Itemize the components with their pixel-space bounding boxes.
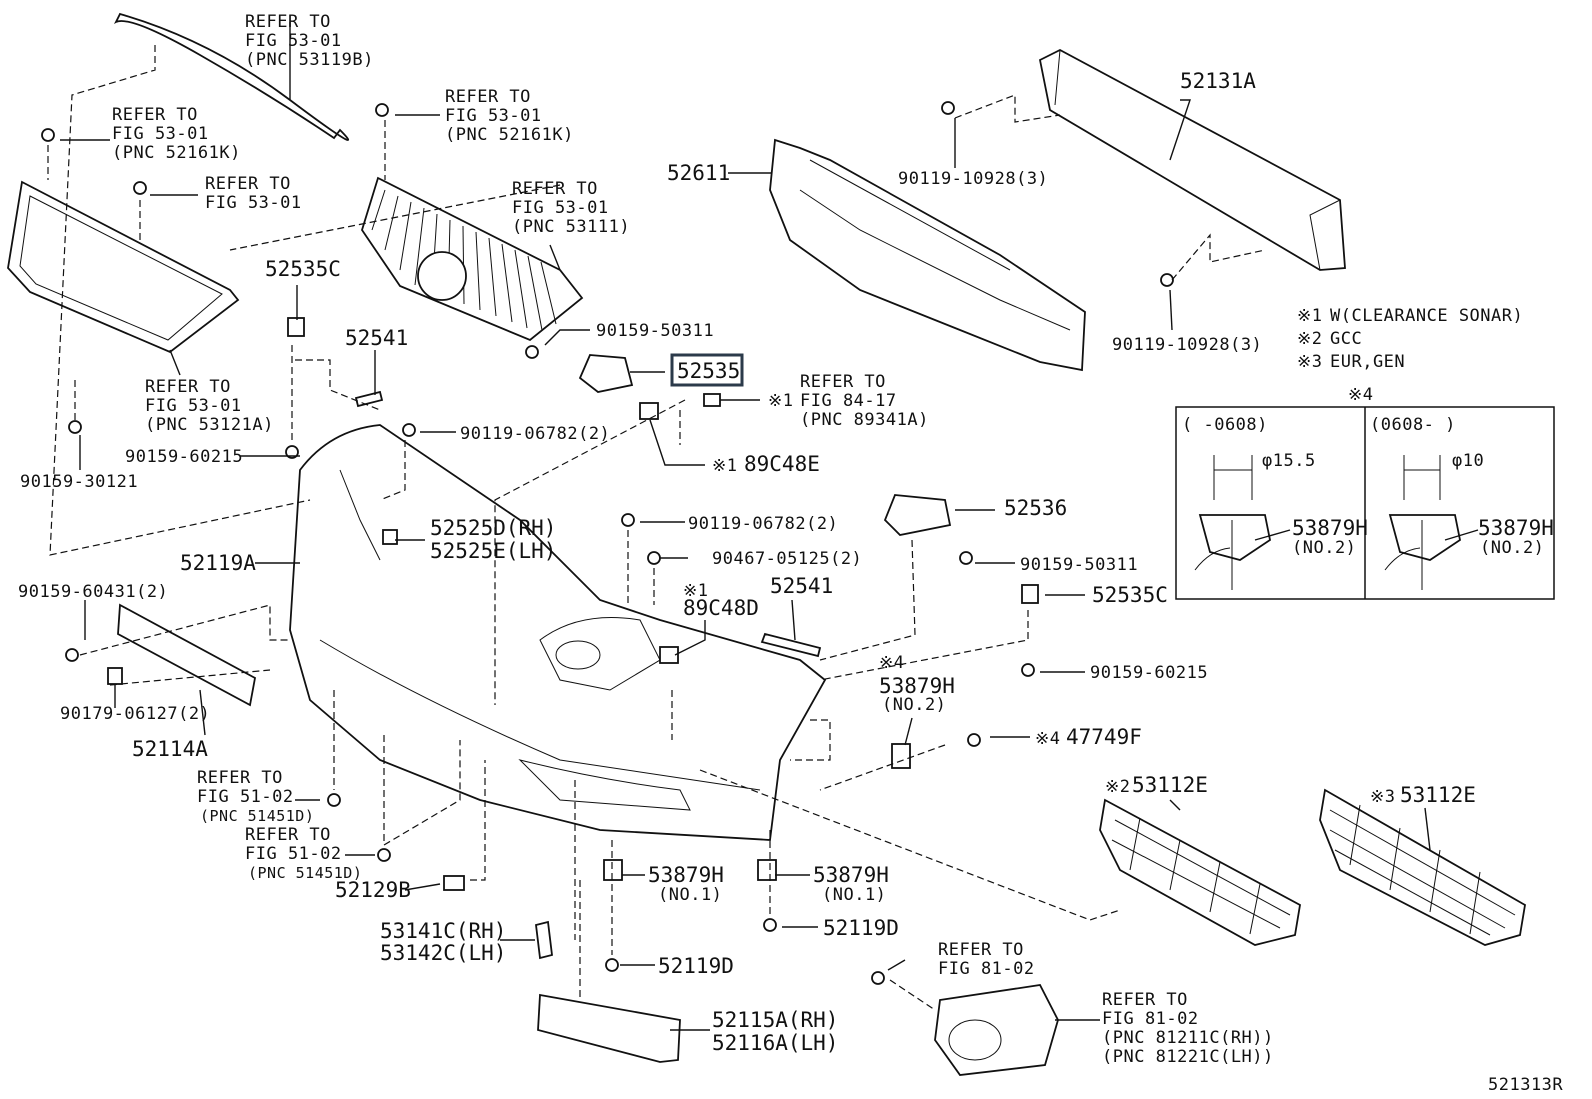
part-90119-10928-a[interactable]: 90119-10928(3) xyxy=(898,169,1048,189)
grille-frame-drawing xyxy=(7,180,240,354)
note-1-text: W(CLEARANCE SONAR) xyxy=(1330,306,1523,326)
part-53141C[interactable]: 53141C(RH) xyxy=(380,919,506,943)
callout-c9: REFER TO FIG 51-02 (PNC 51451D) xyxy=(245,825,362,882)
part-53879H-c[interactable]: 53879H xyxy=(813,863,889,887)
figure-id: 521313R xyxy=(1488,1075,1563,1095)
part-53142C[interactable]: 53142C(LH) xyxy=(380,941,506,965)
part-47749F[interactable]: 47749F xyxy=(1066,725,1142,749)
part-52116A[interactable]: 52116A(LH) xyxy=(712,1031,838,1055)
highlight-box-52535 xyxy=(670,353,744,387)
leader-lines xyxy=(60,22,1431,1031)
part-89C48E[interactable]: 89C48E xyxy=(744,452,820,476)
part-52611[interactable]: 52611 xyxy=(667,161,730,185)
part-90159-60215-b[interactable]: 90159-60215 xyxy=(1090,663,1208,683)
marker-1-a: ※1 xyxy=(768,391,793,411)
part-90159-60215-a[interactable]: 90159-60215 xyxy=(125,447,243,467)
part-52536[interactable]: 52536 xyxy=(1004,496,1067,520)
license-bracket-drawing xyxy=(117,603,257,707)
bracket-52535-drawing xyxy=(578,354,634,393)
marker-1-b: ※1 xyxy=(712,456,737,476)
part-52535C-b[interactable]: 52535C xyxy=(1092,583,1168,607)
part-52525D[interactable]: 52525D(RH) xyxy=(430,516,556,540)
part-52119D-a[interactable]: 52119D xyxy=(823,916,899,940)
note-2-text: GCC xyxy=(1330,329,1362,349)
callout-c5: REFER TO FIG 53-01 (PNC 53111) xyxy=(512,179,630,237)
sub-label-no2-a: (NO.2) xyxy=(882,695,946,715)
inset-right-dim: φ10 xyxy=(1452,451,1484,471)
inset-left-header: ( -0608) xyxy=(1182,415,1268,435)
part-53879H-a[interactable]: 53879H xyxy=(879,674,955,698)
callout-c7: REFER TO FIG 84-17 (PNC 89341A) xyxy=(800,372,929,430)
part-52129B[interactable]: 52129B xyxy=(335,878,411,902)
marker-2: ※2 xyxy=(1105,777,1130,797)
bracket-52536-drawing xyxy=(883,494,952,536)
callout-c8: REFER TO FIG 51-02 (PNC 51451D) xyxy=(197,768,314,825)
bumper-cover-drawing xyxy=(289,424,827,841)
part-90119-06782-b[interactable]: 90119-06782(2) xyxy=(688,514,838,534)
sub-label-no2-b: (NO.2) xyxy=(1292,538,1356,558)
part-90119-06782-a[interactable]: 90119-06782(2) xyxy=(460,424,610,444)
side-retainer-drawing xyxy=(537,993,681,1063)
inset-clip-variants: ※4 ( -0608) (0608- ) φ15.5 φ10 xyxy=(1175,385,1555,600)
part-53112E-a[interactable]: 53112E xyxy=(1132,773,1208,797)
marker-4-a: ※4 xyxy=(879,653,904,673)
part-52131A[interactable]: 52131A xyxy=(1180,69,1256,93)
note-2-mark: ※2 xyxy=(1297,329,1322,349)
part-52535[interactable]: 52535 xyxy=(677,359,740,383)
inset-title: ※4 xyxy=(1348,385,1373,405)
part-52541-b[interactable]: 52541 xyxy=(770,574,833,598)
note-3-mark: ※3 xyxy=(1297,352,1322,372)
part-90159-50311-b[interactable]: 90159-50311 xyxy=(1020,555,1138,575)
marker-1-c: ※1 xyxy=(683,581,708,601)
notes-legend: ※1 W(CLEARANCE SONAR) ※2 GCC ※3 EUR,GEN xyxy=(1297,306,1523,372)
part-52119A[interactable]: 52119A xyxy=(180,551,256,575)
lower-grille-gcc-drawing xyxy=(1099,798,1301,946)
inset-right-header: (0608- ) xyxy=(1370,415,1456,435)
part-52541-a[interactable]: 52541 xyxy=(345,326,408,350)
fog-lamp-drawing xyxy=(934,984,1059,1076)
part-52115A[interactable]: 52115A(RH) xyxy=(712,1008,838,1032)
bumper-reinforcement-drawing xyxy=(1038,48,1346,271)
part-90159-50311-a[interactable]: 90159-50311 xyxy=(596,321,714,341)
sub-label-no1-a: (NO.1) xyxy=(658,885,722,905)
part-90159-60431[interactable]: 90159-60431(2) xyxy=(18,582,168,602)
sub-label-no2-c: (NO.2) xyxy=(1480,538,1544,558)
part-90467-05125[interactable]: 90467-05125(2) xyxy=(712,549,862,569)
part-52525E[interactable]: 52525E(LH) xyxy=(430,539,556,563)
callout-c3: REFER TO FIG 53-01 (PNC 52161K) xyxy=(445,87,574,145)
assembly-dashed-lines xyxy=(47,45,1266,1011)
part-53112E-b[interactable]: 53112E xyxy=(1400,783,1476,807)
callout-c11: REFER TO FIG 81-02 (PNC 81211C(RH)) (PNC… xyxy=(1102,990,1285,1067)
radiator-grille-drawing xyxy=(361,176,584,342)
note-3-text: EUR,GEN xyxy=(1330,352,1405,372)
part-90179-06127[interactable]: 90179-06127(2) xyxy=(60,704,210,724)
marker-3: ※3 xyxy=(1370,787,1395,807)
energy-absorber-drawing xyxy=(769,138,1086,372)
part-53879H-b[interactable]: 53879H xyxy=(648,863,724,887)
callout-c6: REFER TO FIG 53-01 (PNC 53121A) xyxy=(145,377,274,435)
part-52119D-b[interactable]: 52119D xyxy=(658,954,734,978)
callout-c4: REFER TO FIG 53-01 xyxy=(205,174,302,213)
callout-c2: REFER TO FIG 53-01 (PNC 52161K) xyxy=(112,105,241,163)
upper-molding-drawing xyxy=(113,12,350,141)
part-53879H-e[interactable]: 53879H xyxy=(1478,516,1554,540)
part-52535C-a[interactable]: 52535C xyxy=(265,257,341,281)
sub-label-no1-b: (NO.1) xyxy=(822,885,886,905)
part-52114A[interactable]: 52114A xyxy=(132,737,208,761)
part-53879H-d[interactable]: 53879H xyxy=(1292,516,1368,540)
callout-c10: REFER TO FIG 81-02 xyxy=(938,940,1035,979)
part-90159-30121[interactable]: 90159-30121 xyxy=(20,472,138,492)
part-89C48D[interactable]: 89C48D xyxy=(683,596,759,620)
part-90119-10928-b[interactable]: 90119-10928(3) xyxy=(1112,335,1262,355)
lower-grille-eur-drawing xyxy=(1319,788,1526,946)
note-1-mark: ※1 xyxy=(1297,306,1322,326)
marker-4-b: ※4 xyxy=(1035,729,1060,749)
callout-c1: REFER TO FIG 53-01 (PNC 53119B) xyxy=(245,12,374,70)
inset-left-dim: φ15.5 xyxy=(1262,451,1316,471)
